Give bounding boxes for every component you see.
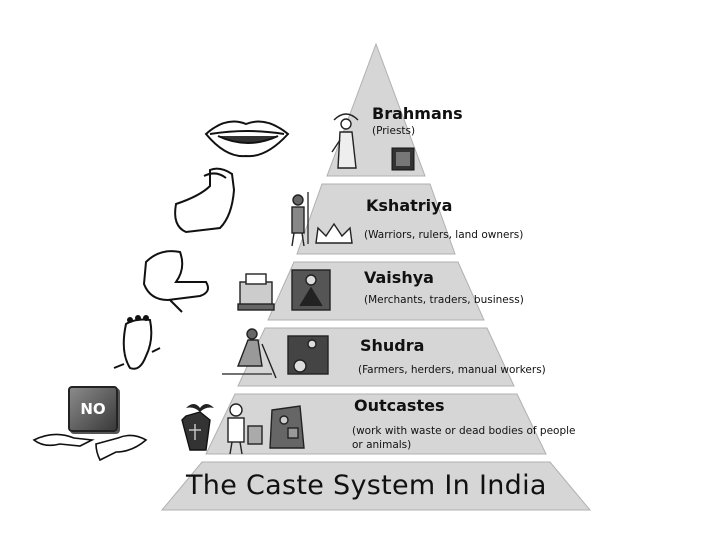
level-name-kshatriya: Kshatriya — [366, 196, 453, 215]
diagram-title: The Caste System In India — [186, 470, 547, 501]
farmer-figure-icon — [222, 328, 277, 379]
hands-icon — [32, 433, 148, 462]
arm-icon — [174, 167, 236, 234]
level-desc-outcastes-line1: (work with waste or dead bodies of peopl… — [352, 425, 576, 437]
coffin-icon — [181, 411, 211, 451]
priest-figure-icon — [331, 113, 359, 169]
mouth-icon — [204, 120, 290, 158]
worker-cart-icon — [287, 335, 329, 375]
level-desc-vaishya: (Merchants, traders, business) — [364, 294, 524, 306]
bat-icon — [186, 404, 214, 412]
crown-icon — [315, 222, 353, 244]
no-badge-icon: NO — [68, 386, 118, 432]
thigh-icon — [142, 250, 209, 313]
level-desc-shudra: (Farmers, herders, manual workers) — [358, 364, 546, 376]
level-name-shudra: Shudra — [360, 336, 425, 355]
warrior-figure-icon — [291, 192, 309, 247]
book-icon — [391, 147, 415, 171]
foot-icon — [113, 315, 161, 370]
level-desc-outcastes-line2: or animals) — [352, 439, 412, 451]
cash-register-icon — [237, 273, 275, 311]
level-desc-brahmans: (Priests) — [372, 125, 416, 137]
level-name-outcastes: Outcastes — [354, 396, 445, 415]
cleaner-figure-icon — [227, 403, 263, 455]
pyramid-base-title-band — [160, 461, 592, 511]
merchant-figure-icon — [291, 269, 331, 311]
level-desc-kshatriya: (Warriors, rulers, land owners) — [364, 229, 524, 241]
trash-pile-icon — [269, 405, 305, 449]
level-name-brahmans: Brahmans — [372, 104, 463, 123]
level-name-vaishya: Vaishya — [364, 268, 434, 287]
